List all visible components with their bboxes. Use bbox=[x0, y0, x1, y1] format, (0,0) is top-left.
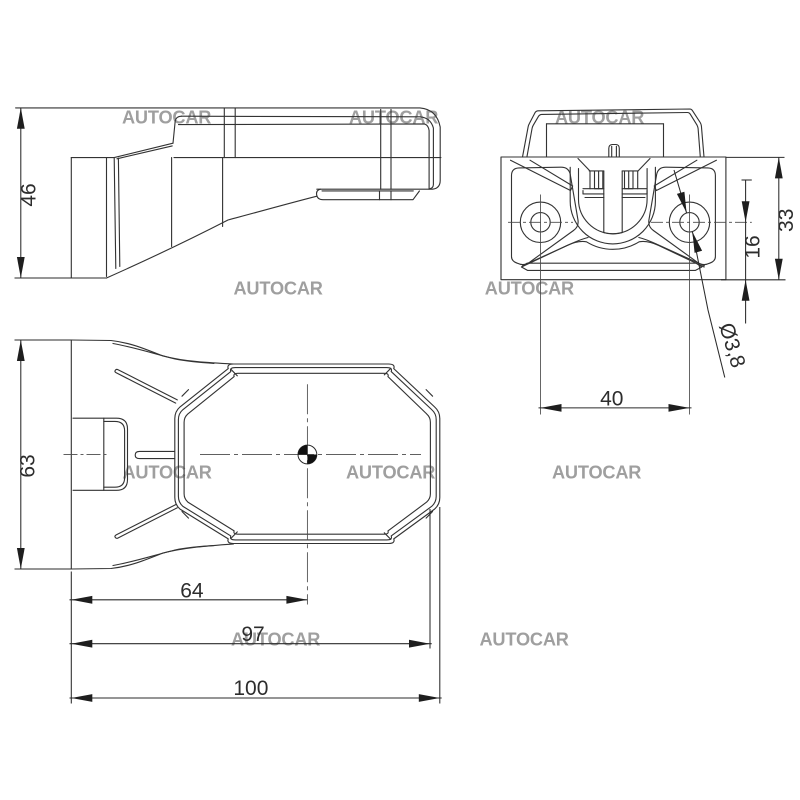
svg-text:AUTOCAR: AUTOCAR bbox=[231, 630, 320, 650]
svg-text:97: 97 bbox=[241, 623, 264, 646]
svg-text:64: 64 bbox=[180, 579, 204, 602]
svg-text:AUTOCAR: AUTOCAR bbox=[555, 108, 644, 128]
svg-text:AUTOCAR: AUTOCAR bbox=[234, 279, 323, 299]
svg-text:AUTOCAR: AUTOCAR bbox=[123, 463, 212, 483]
svg-text:100: 100 bbox=[233, 677, 268, 700]
svg-text:AUTOCAR: AUTOCAR bbox=[122, 108, 211, 128]
svg-text:63: 63 bbox=[17, 454, 40, 477]
svg-text:AUTOCAR: AUTOCAR bbox=[552, 463, 641, 483]
svg-text:AUTOCAR: AUTOCAR bbox=[485, 279, 574, 299]
svg-text:AUTOCAR: AUTOCAR bbox=[480, 630, 569, 650]
svg-text:46: 46 bbox=[18, 183, 41, 206]
svg-text:AUTOCAR: AUTOCAR bbox=[349, 108, 438, 128]
svg-text:33: 33 bbox=[775, 209, 798, 232]
svg-text:16: 16 bbox=[742, 235, 765, 258]
svg-text:40: 40 bbox=[600, 387, 623, 410]
svg-text:AUTOCAR: AUTOCAR bbox=[346, 463, 435, 483]
